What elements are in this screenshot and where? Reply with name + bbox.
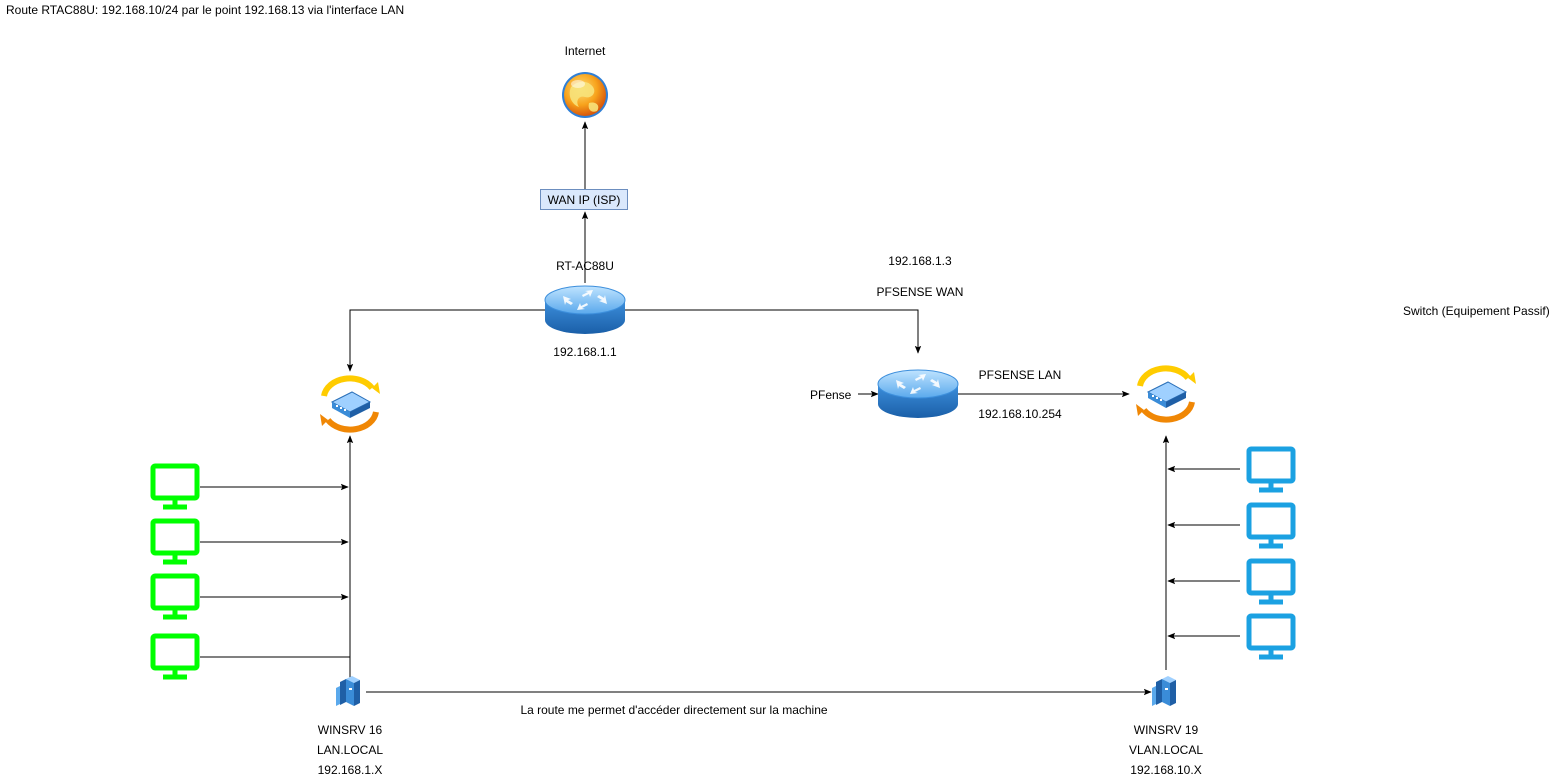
pfsense-wan-label: PFSENSE WAN [876, 285, 964, 299]
diagram-title: Route RTAC88U: 192.168.10/24 par le poin… [6, 3, 405, 17]
monitor-icon [150, 633, 200, 680]
route-label: La route me permet d'accéder directement… [520, 703, 828, 717]
monitor-icon [1246, 613, 1296, 660]
globe-icon [562, 72, 608, 118]
winsrv19-network: 192.168.10.X [1130, 763, 1202, 777]
winsrv16-domain: LAN.LOCAL [316, 743, 384, 757]
monitor-icon [1246, 558, 1296, 605]
connections [200, 121, 1240, 696]
winsrv16-network: 192.168.1.X [317, 763, 383, 777]
lan-clients [150, 463, 200, 680]
pfsense-lan-label: PFSENSE LAN [978, 368, 1062, 382]
pfsense-name-label: PFense [810, 388, 852, 402]
switch-icon [1136, 365, 1196, 423]
winsrv16-name: WINSRV 16 [317, 723, 383, 737]
router-icon [544, 285, 626, 334]
switch-label: Switch (Equipement Passif) [1403, 304, 1550, 318]
winsrv19-domain: VLAN.LOCAL [1128, 743, 1204, 757]
router-ip-label: 192.168.1.1 [553, 345, 617, 359]
monitor-icon [150, 573, 200, 620]
monitor-icon [1246, 446, 1296, 493]
wan-ip-box: WAN IP (ISP) [540, 189, 628, 210]
monitor-icon [1246, 502, 1296, 549]
switch-icon [320, 375, 380, 433]
router-icon [877, 369, 959, 418]
server-icon [1152, 676, 1176, 706]
monitor-icon [150, 463, 200, 510]
pfsense-wan-ip-label: 192.168.1.3 [888, 254, 952, 268]
link-router-pfsense [625, 309, 922, 354]
winsrv19-name: WINSRV 19 [1133, 723, 1199, 737]
router-name-label: RT-AC88U [556, 259, 614, 273]
server-icon [336, 676, 360, 706]
link-router-left-switch [346, 309, 545, 372]
internet-label: Internet [564, 44, 606, 58]
monitor-icon [150, 518, 200, 565]
vlan-clients [1246, 446, 1296, 660]
pfsense-lan-ip-label: 192.168.10.254 [978, 407, 1062, 421]
